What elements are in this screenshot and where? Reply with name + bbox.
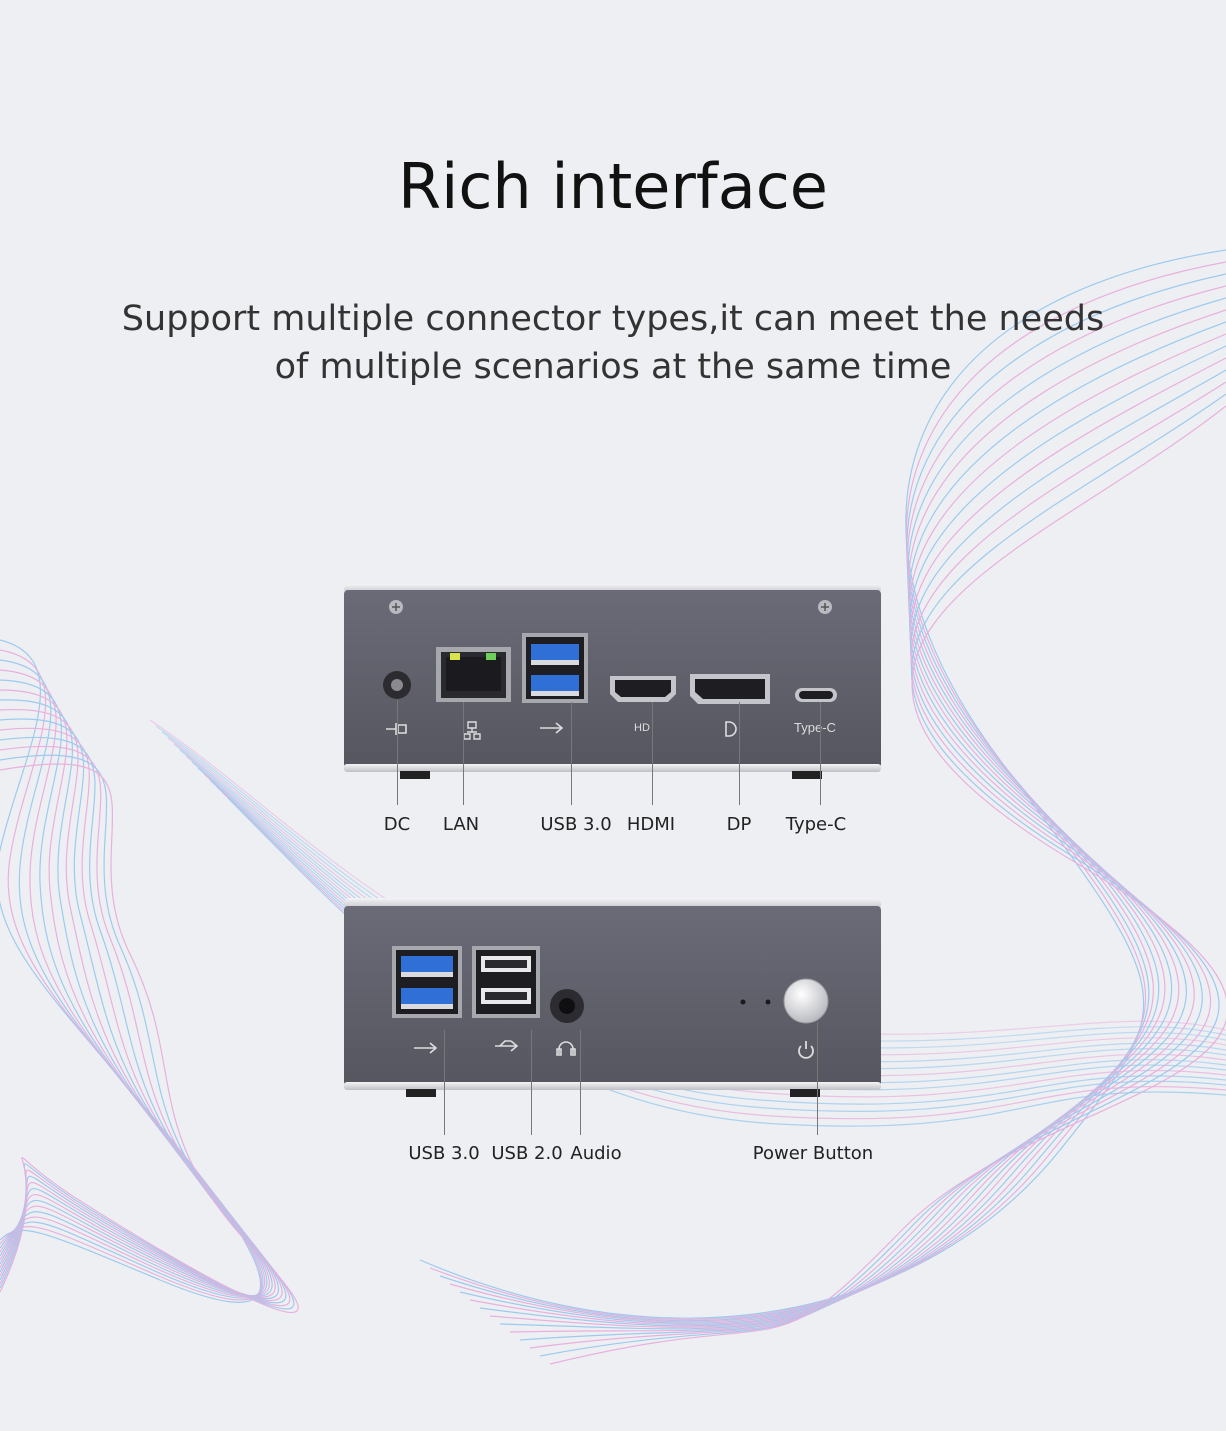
label-dc: DC	[383, 814, 411, 835]
subtitle-line-2: of multiple scenarios at the same time	[274, 347, 952, 387]
wave-line	[529, 381, 1226, 1349]
screw-icon	[818, 600, 832, 614]
label-type-c: Type-C	[785, 814, 847, 835]
wave-line	[0, 745, 291, 1307]
usb-ss-icon	[540, 722, 564, 734]
wave-line	[0, 754, 295, 1310]
wave-line	[0, 763, 299, 1314]
label-dp: DP	[726, 814, 752, 835]
page-title: Rich interface	[398, 150, 828, 223]
usb-ss-icon	[414, 1042, 438, 1054]
wave-line	[539, 393, 1226, 1357]
wave-line	[439, 273, 1226, 1322]
lan-port	[436, 647, 511, 702]
leader-line	[739, 702, 740, 805]
wave-line	[479, 321, 1226, 1327]
audio-jack	[550, 989, 584, 1023]
wave-line	[0, 679, 268, 1297]
rear-panel-device: HD Type-C	[340, 582, 885, 782]
wave-line	[0, 649, 263, 1301]
usb3-port-stack	[522, 633, 588, 703]
wave-line	[469, 309, 1226, 1326]
label-usb3-front: USB 3.0	[408, 1143, 480, 1164]
led-indicator	[740, 999, 746, 1005]
dc-port	[383, 671, 411, 699]
wave-line	[0, 669, 266, 1298]
front-usb2-port-stack	[472, 946, 540, 1018]
hdmi-mark: HD	[634, 722, 650, 734]
usb-icon	[495, 1040, 519, 1052]
wave-line	[499, 345, 1226, 1330]
label-power-button: Power Button	[752, 1143, 874, 1164]
wave-line	[0, 689, 270, 1297]
wave-line	[449, 285, 1226, 1323]
leader-line	[531, 1030, 532, 1135]
front-panel-device	[340, 896, 885, 1101]
label-audio: Audio	[570, 1143, 622, 1164]
leader-line	[444, 1030, 445, 1135]
wave-line	[0, 708, 276, 1298]
leader-line	[463, 702, 464, 805]
label-usb3-rear: USB 3.0	[540, 814, 612, 835]
power-button[interactable]	[783, 978, 829, 1024]
leader-line	[580, 1030, 581, 1135]
dc-symbol-icon	[386, 723, 407, 735]
subtitle-line-1: Support multiple connector types,it can …	[121, 299, 1105, 339]
hdmi-port	[610, 676, 676, 702]
wave-line	[0, 727, 283, 1301]
wave-line	[419, 249, 1226, 1319]
wave-line	[0, 736, 287, 1304]
wave-line	[549, 405, 1226, 1365]
leader-line	[820, 702, 821, 805]
label-lan: LAN	[442, 814, 480, 835]
wave-line	[519, 369, 1226, 1341]
label-usb2: USB 2.0	[491, 1143, 563, 1164]
wave-line	[459, 297, 1226, 1324]
leader-line	[397, 700, 398, 805]
page-subtitle: Support multiple connector types,it can …	[0, 295, 1226, 391]
power-icon	[798, 1041, 814, 1059]
displayport-icon	[725, 721, 737, 737]
displayport-port	[690, 674, 770, 704]
type-c-port	[795, 688, 837, 702]
label-hdmi: HDMI	[626, 814, 676, 835]
wave-line	[509, 357, 1226, 1333]
wave-line	[489, 333, 1226, 1328]
leader-line	[817, 1022, 818, 1135]
wave-line	[0, 699, 273, 1297]
wave-line	[0, 718, 279, 1300]
leader-line	[652, 702, 653, 805]
type-c-mark: Type-C	[794, 720, 836, 735]
headphone-icon	[556, 1041, 576, 1056]
screw-icon	[389, 600, 403, 614]
wave-line	[429, 261, 1226, 1321]
front-usb3-port-stack	[392, 946, 462, 1018]
led-indicator	[765, 999, 771, 1005]
network-icon	[463, 721, 481, 740]
leader-line	[571, 702, 572, 805]
